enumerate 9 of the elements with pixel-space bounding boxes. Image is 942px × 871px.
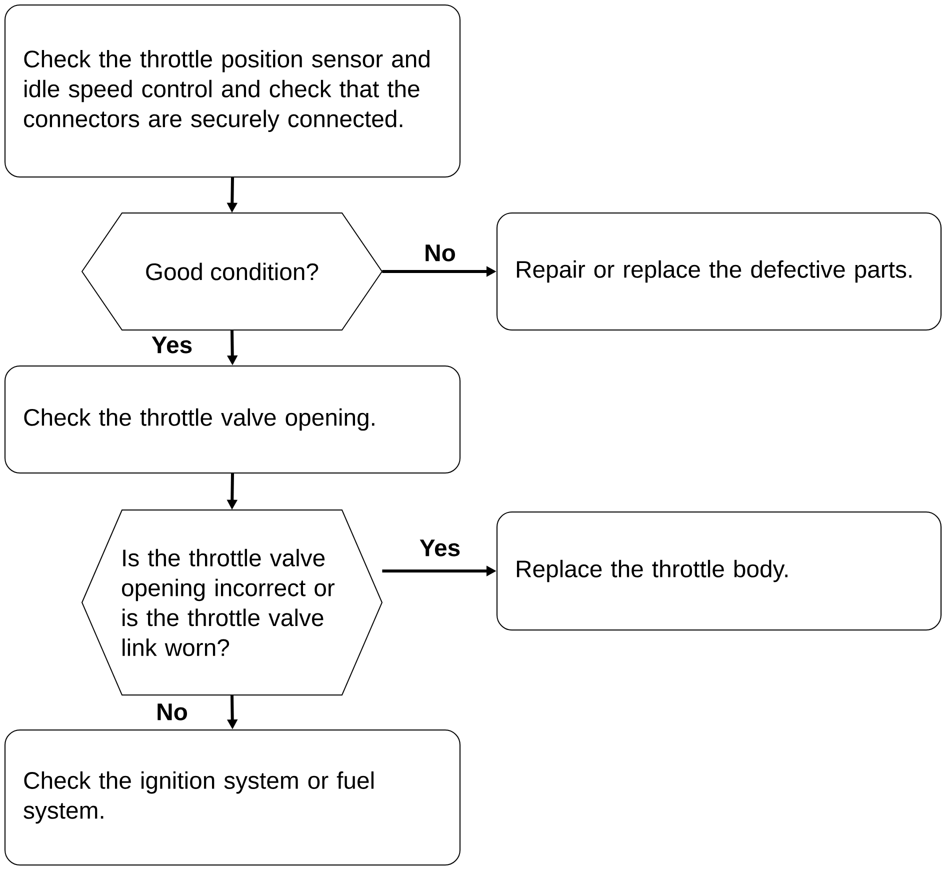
process-box: Repair or replace the defective parts.	[496, 212, 942, 330]
edge-label: Yes	[420, 540, 460, 556]
edge-label: Yes	[152, 336, 192, 354]
process-box: Check the ignition system or fuel system.	[4, 730, 460, 866]
edge-label: No	[158, 704, 187, 720]
process-box: Replace the throttle body.	[496, 512, 942, 630]
process-box: Check the throttle position sensor and idle speed control and check that the connectors are securely connected.	[4, 4, 460, 178]
process-box: Check the throttle valve opening.	[4, 366, 460, 474]
edge-label: No	[426, 244, 455, 262]
